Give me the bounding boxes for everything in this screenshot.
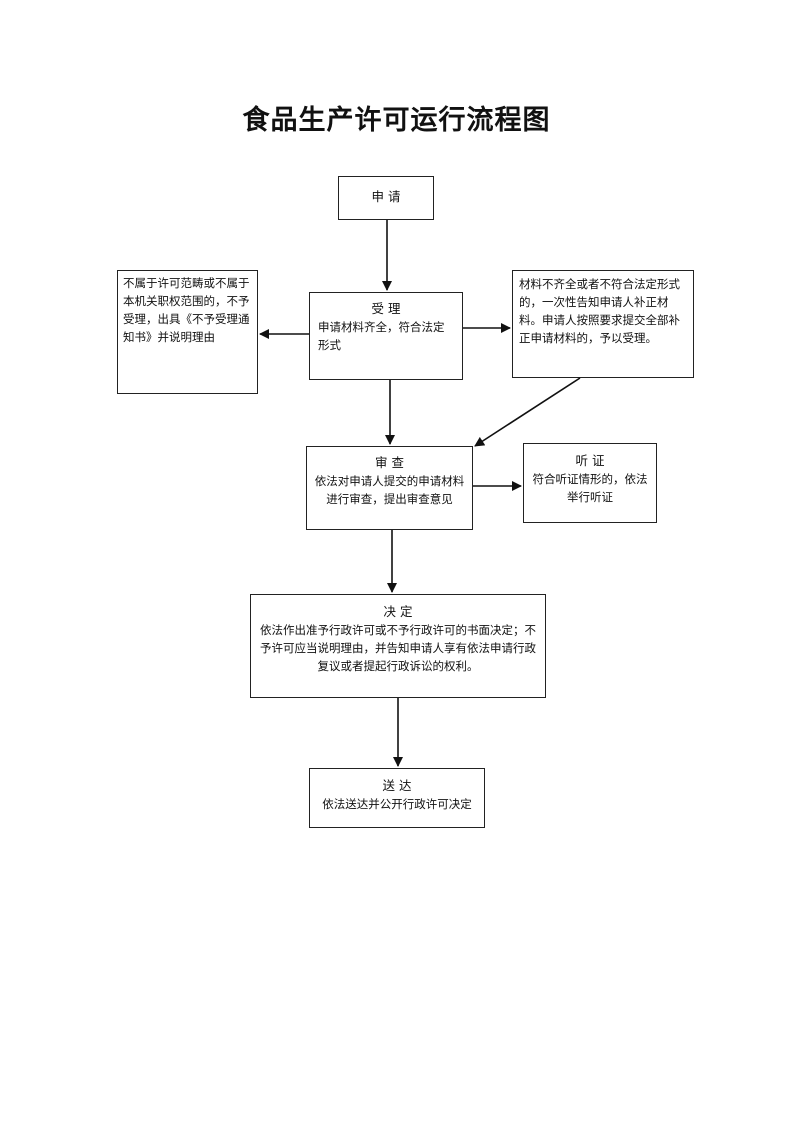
- node-deliver-label: 送 达: [382, 778, 412, 793]
- node-reject: 不属于许可范畴或不属于本机关职权范围的，不予受理，出具《不予受理通知书》并说明理…: [117, 270, 258, 394]
- node-accept-label: 受 理: [371, 301, 401, 316]
- node-deliver: 送 达 依法送达并公开行政许可决定: [309, 768, 485, 828]
- node-hearing-label: 听 证: [575, 453, 605, 468]
- node-review-label: 审 查: [375, 455, 404, 470]
- node-hearing: 听 证 符合听证情形的，依法举行听证: [523, 443, 657, 523]
- node-decision: 决 定 依法作出准予行政许可或不予行政许可的书面决定；不予许可应当说明理由，并告…: [250, 594, 546, 698]
- node-apply: 申 请: [338, 176, 434, 220]
- node-decision-text: 依法作出准予行政许可或不予行政许可的书面决定；不予许可应当说明理由，并告知申请人…: [260, 623, 536, 673]
- node-review-text: 依法对申请人提交的申请材料进行审查，提出审查意见: [314, 474, 465, 506]
- page-title: 食品生产许可运行流程图: [242, 105, 551, 136]
- node-accept-text: 申请材料齐全，符合法定形式: [318, 320, 445, 352]
- node-reject-text: 不属于许可范畴或不属于本机关职权范围的，不予受理，出具《不予受理通知书》并说明理…: [123, 276, 250, 344]
- node-decision-label: 决 定: [383, 604, 413, 619]
- arrow-supplement-to-review: [474, 377, 581, 447]
- node-supplement: 材料不齐全或者不符合法定形式的，一次性告知申请人补正材料。申请人按照要求提交全部…: [512, 270, 694, 378]
- node-apply-label: 申 请: [371, 189, 401, 204]
- node-accept: 受 理 申请材料齐全，符合法定形式: [309, 292, 463, 380]
- node-hearing-text: 符合听证情形的，依法举行听证: [532, 472, 648, 504]
- node-deliver-text: 依法送达并公开行政许可决定: [322, 797, 472, 811]
- node-review: 审 查 依法对申请人提交的申请材料进行审查，提出审查意见: [306, 446, 473, 530]
- node-supplement-text: 材料不齐全或者不符合法定形式的，一次性告知申请人补正材料。申请人按照要求提交全部…: [519, 277, 680, 345]
